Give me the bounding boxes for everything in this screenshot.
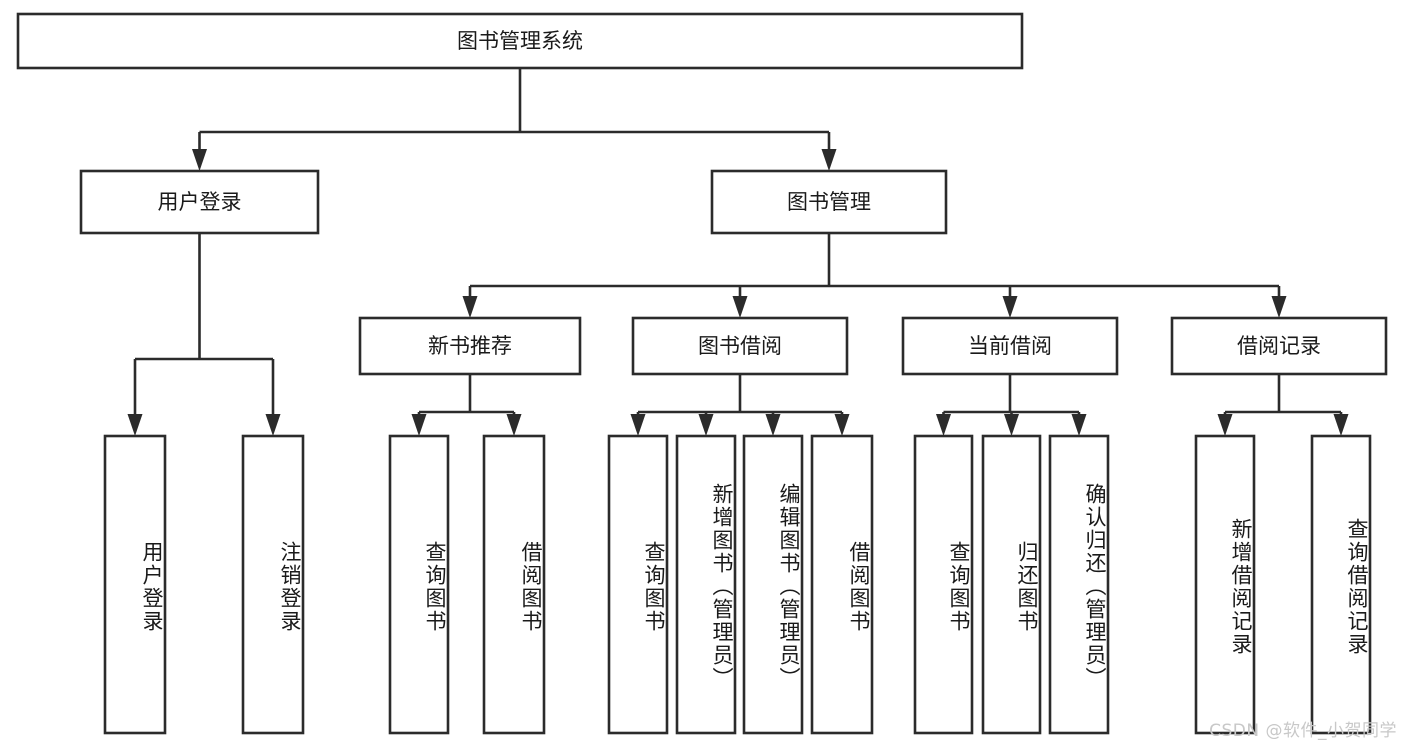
node-box-l-add-record[interactable] — [1194, 434, 1256, 735]
node-box-l-query-book-3[interactable] — [913, 434, 974, 735]
arrow-head-icon — [698, 414, 714, 436]
arrow-head-icon — [1002, 296, 1018, 318]
arrow-head-icon — [192, 149, 207, 171]
arrow-head-icon — [630, 414, 646, 436]
arrow-head-icon — [506, 414, 522, 436]
node-box-l-query-book-2[interactable] — [607, 434, 669, 735]
arrow-head-icon — [1217, 414, 1233, 436]
node-label-n-user-login: 用户登录 — [158, 190, 242, 214]
node-box-n-user-login[interactable] — [79, 169, 320, 235]
node-box-n-book-mgmt[interactable] — [710, 169, 948, 235]
node-box-l-edit-book[interactable] — [742, 434, 804, 735]
node-box-l-add-book[interactable] — [675, 434, 737, 735]
arrow-head-icon — [462, 296, 478, 318]
arrow-head-icon — [765, 414, 781, 436]
arrow-head-icon — [1333, 414, 1349, 436]
node-box-l-confirm-return[interactable] — [1048, 434, 1110, 735]
edges-layer — [127, 68, 1349, 436]
arrow-head-icon — [1271, 296, 1287, 318]
arrow-head-icon — [732, 296, 748, 318]
node-label-n-current-borrow: 当前借阅 — [968, 334, 1052, 358]
arrow-head-icon — [936, 414, 951, 436]
node-label-n-book-borrow: 图书借阅 — [698, 334, 782, 358]
node-box-n-book-borrow[interactable] — [631, 316, 849, 376]
node-box-l-query-record[interactable] — [1310, 434, 1372, 735]
node-box-n-new-book-rec[interactable] — [358, 316, 582, 376]
node-box-l-user-login[interactable] — [103, 434, 167, 735]
boxes-layer — [16, 12, 1388, 735]
node-box-l-logout[interactable] — [241, 434, 305, 735]
node-box-n-current-borrow[interactable] — [901, 316, 1119, 376]
arrow-head-icon — [834, 414, 850, 436]
node-label-n-book-mgmt: 图书管理 — [787, 190, 871, 214]
arrow-head-icon — [127, 414, 143, 436]
node-label-n-borrow-record: 借阅记录 — [1237, 334, 1321, 358]
arrow-head-icon — [1004, 414, 1019, 436]
arrow-head-icon — [411, 414, 427, 436]
arrow-head-icon — [265, 414, 281, 436]
node-box-l-borrow-book-2[interactable] — [810, 434, 874, 735]
node-box-l-borrow-book-1[interactable] — [482, 434, 546, 735]
watermark-text: CSDN @软件_小贺同学 — [1209, 721, 1397, 741]
arrow-head-icon — [1071, 414, 1087, 436]
node-box-l-query-book-1[interactable] — [388, 434, 450, 735]
arrow-head-icon — [821, 149, 837, 171]
node-box-n-borrow-record[interactable] — [1170, 316, 1388, 376]
node-label-root: 图书管理系统 — [457, 29, 583, 53]
node-box-l-return-book[interactable] — [981, 434, 1042, 735]
node-box-root[interactable] — [16, 12, 1024, 70]
node-label-n-new-book-rec: 新书推荐 — [428, 334, 512, 358]
